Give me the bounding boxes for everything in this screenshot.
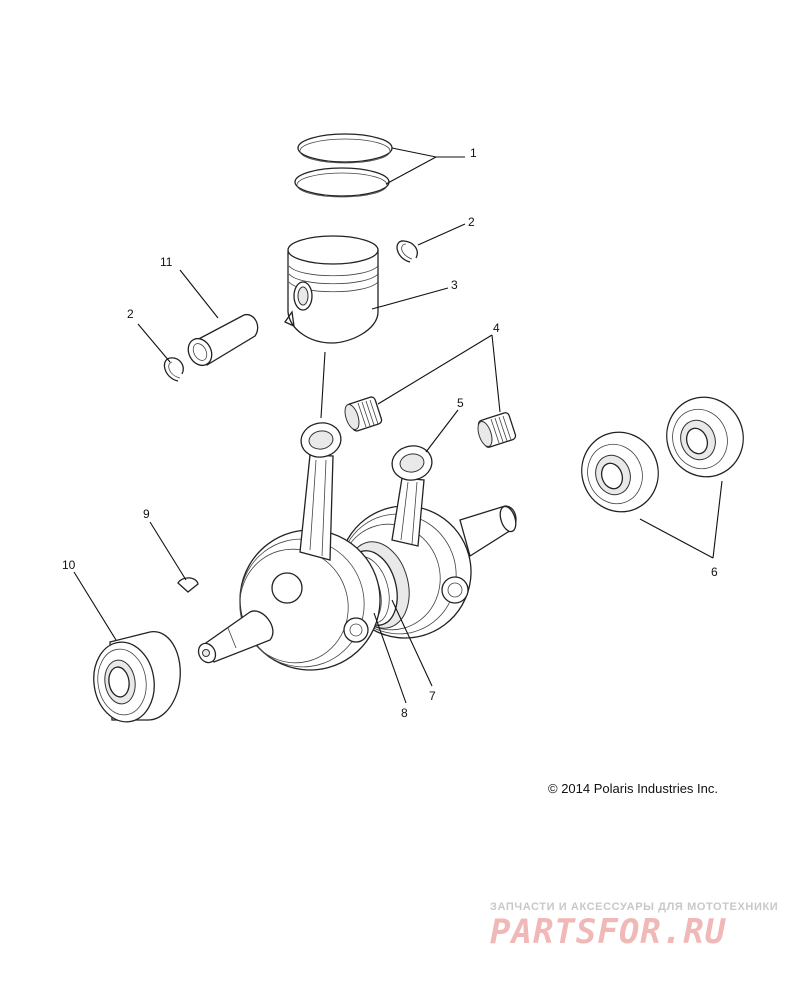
needle-bearing-left	[344, 396, 383, 432]
seal-bearing-front	[581, 431, 659, 513]
piston-rings	[294, 133, 393, 198]
circlip-right	[396, 240, 418, 263]
watermark-logo: PARTSFOR.RU	[490, 912, 727, 952]
copyright-notice: © 2014 Polaris Industries Inc.	[548, 781, 718, 796]
seal-bearing-rear	[666, 396, 744, 478]
connecting-rod-right	[391, 445, 433, 547]
callout-7: 7	[429, 689, 436, 703]
connecting-rod-left	[299, 422, 342, 561]
woodruff-key	[177, 577, 199, 593]
needle-bearing-right	[477, 412, 517, 448]
piston	[284, 235, 379, 344]
ball-bearing	[93, 631, 181, 723]
callout-4: 4	[493, 321, 500, 335]
callout-11: 11	[160, 255, 173, 269]
callout-2-left: 2	[127, 307, 134, 321]
leader-lines	[73, 147, 723, 704]
callout-9: 9	[143, 507, 150, 521]
callout-8: 8	[401, 706, 408, 720]
circlip-left	[163, 357, 184, 382]
wrist-pin	[187, 313, 259, 367]
crankshaft	[197, 505, 517, 671]
callout-6: 6	[711, 565, 718, 579]
callout-2-right: 2	[468, 215, 475, 229]
callout-5: 5	[457, 396, 464, 410]
callout-3: 3	[451, 278, 458, 292]
watermark-tagline: ЗАПЧАСТИ И АКСЕССУАРЫ ДЛЯ МОТОТЕХНИКИ	[490, 901, 779, 913]
callouts: 1 2 2 3 4 5 6 7 8 9 10 11	[62, 146, 718, 720]
callout-1: 1	[470, 146, 477, 160]
callout-10: 10	[62, 558, 76, 572]
